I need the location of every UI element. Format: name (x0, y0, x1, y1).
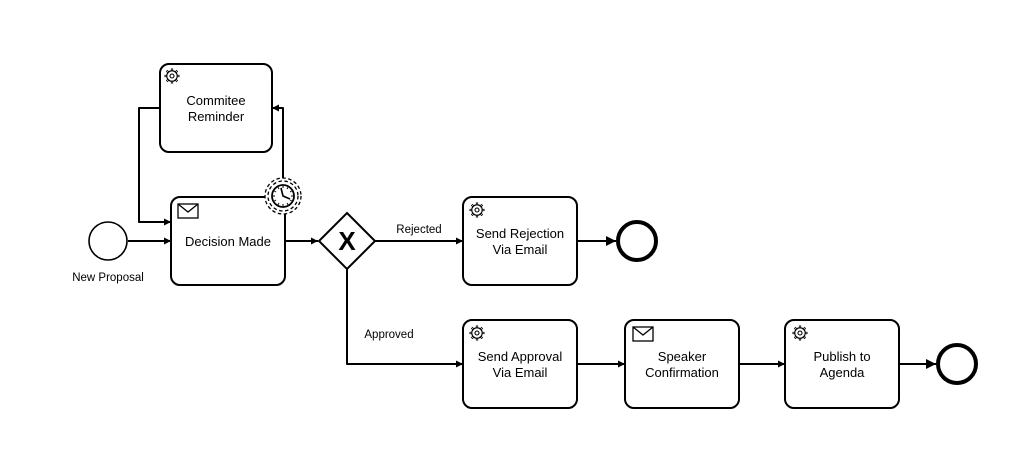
flow-approved[interactable] (346, 269, 463, 368)
flow-reminder-to-decision[interactable] (138, 107, 171, 226)
task-publish-agenda[interactable]: Publish to Agenda (784, 319, 900, 409)
task-label-line2: Via Email (493, 242, 548, 257)
task-label-line2: Confirmation (645, 365, 719, 380)
task-speaker-confirmation[interactable]: Speaker Confirmation (624, 319, 740, 409)
exclusive-gateway[interactable]: X (317, 211, 377, 271)
sequence-flows (128, 104, 936, 369)
task-label-line1: Send Approval (478, 349, 563, 364)
gear-icon (163, 67, 181, 85)
task-label-line2: Via Email (493, 365, 548, 380)
gateway-symbol: X (338, 226, 356, 256)
task-decision-made[interactable]: Decision Made (170, 196, 286, 286)
envelope-icon (632, 326, 654, 342)
timer-boundary-event[interactable] (264, 177, 302, 215)
end-event-approved[interactable] (936, 343, 978, 385)
start-event[interactable] (88, 221, 128, 261)
task-committee-reminder[interactable]: Commitee Reminder (159, 63, 273, 153)
task-label-line2: Agenda (820, 365, 866, 380)
gear-icon (468, 324, 486, 342)
task-label-line2: Reminder (188, 109, 245, 124)
task-label-line1: Speaker (658, 349, 707, 364)
rejected-label: Rejected (396, 224, 441, 236)
task-label: Decision Made (185, 234, 271, 249)
task-label-line1: Send Rejection (476, 226, 564, 241)
task-label-line1: Commitee (186, 93, 245, 108)
task-send-rejection[interactable]: Send Rejection Via Email (462, 196, 578, 286)
end-event-rejected[interactable] (616, 220, 658, 262)
clock-icon (271, 184, 295, 208)
gear-icon (791, 324, 809, 342)
start-event-label: New Proposal (72, 272, 144, 284)
gear-icon (468, 201, 486, 219)
approved-label: Approved (364, 329, 413, 341)
flow-timer-to-reminder[interactable] (272, 104, 284, 183)
envelope-icon (177, 203, 199, 219)
task-send-approval[interactable]: Send Approval Via Email (462, 319, 578, 409)
task-label-line1: Publish to (813, 349, 870, 364)
